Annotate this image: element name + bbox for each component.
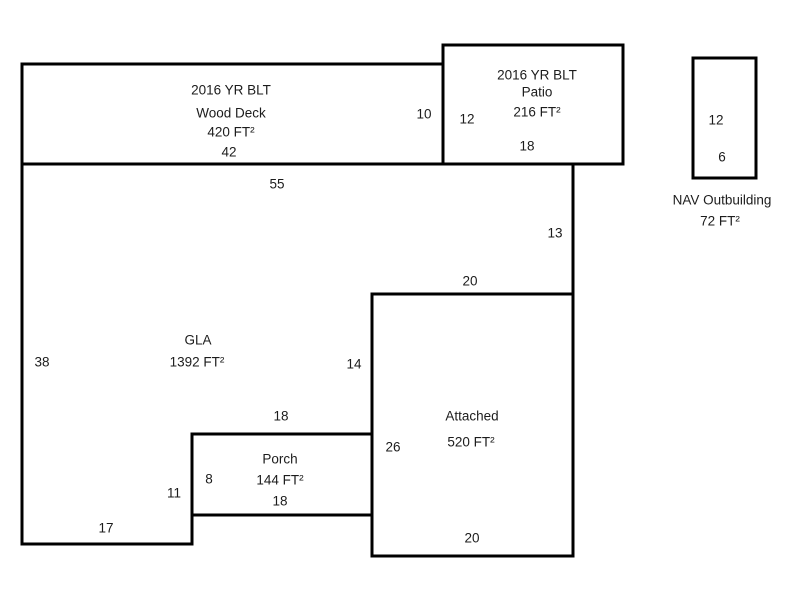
- porch-bottom-dim: 18: [272, 493, 288, 509]
- gla-right-dim: 13: [547, 225, 563, 241]
- attached-height-dim: 26: [385, 439, 401, 455]
- attached-outline: [370, 292, 575, 558]
- gla-area-label: 1392 FT²: [169, 354, 225, 370]
- outbuilding-area-label: 72 FT²: [700, 213, 740, 229]
- gla-notch-side-dim: 14: [346, 356, 362, 372]
- gla-name-label: GLA: [184, 332, 212, 348]
- gla-notch-top-dim: 20: [462, 273, 478, 289]
- gla-step-side-dim: 11: [166, 485, 182, 501]
- wood-deck-width-dim: 42: [221, 144, 237, 160]
- patio-name-label: Patio: [521, 84, 553, 100]
- porch-height-dim: 8: [205, 471, 213, 487]
- patio-height-dim: 12: [459, 111, 475, 127]
- porch-outline: [190, 432, 374, 517]
- outbuilding-name-label: NAV Outbuilding: [672, 192, 772, 208]
- patio-year-label: 2016 YR BLT: [497, 67, 577, 83]
- attached-bottom-dim: 20: [464, 530, 480, 546]
- porch-area-label: 144 FT²: [256, 472, 304, 488]
- attached-area-label: 520 FT²: [447, 434, 495, 450]
- outbuilding-width-dim: 6: [718, 149, 726, 165]
- wood-deck-area-label: 420 FT²: [207, 124, 255, 140]
- wood-deck-year-label: 2016 YR BLT: [191, 82, 271, 98]
- outbuilding-outline: [691, 56, 758, 180]
- outbuilding-height-dim: 12: [708, 112, 724, 128]
- wood-deck-name-label: Wood Deck: [196, 105, 266, 121]
- patio-area-label: 216 FT²: [513, 104, 561, 120]
- porch-name-label: Porch: [262, 451, 298, 467]
- patio-outline: [441, 43, 625, 166]
- gla-left-dim: 38: [34, 354, 50, 370]
- patio-width-dim: 18: [519, 138, 535, 154]
- gla-top-dim: 55: [269, 176, 285, 192]
- attached-name-label: Attached: [445, 408, 499, 424]
- gla-bottom-dim: 17: [98, 520, 114, 536]
- gla-porch-top-dim: 18: [273, 408, 289, 424]
- wood-deck-height-dim: 10: [416, 106, 432, 122]
